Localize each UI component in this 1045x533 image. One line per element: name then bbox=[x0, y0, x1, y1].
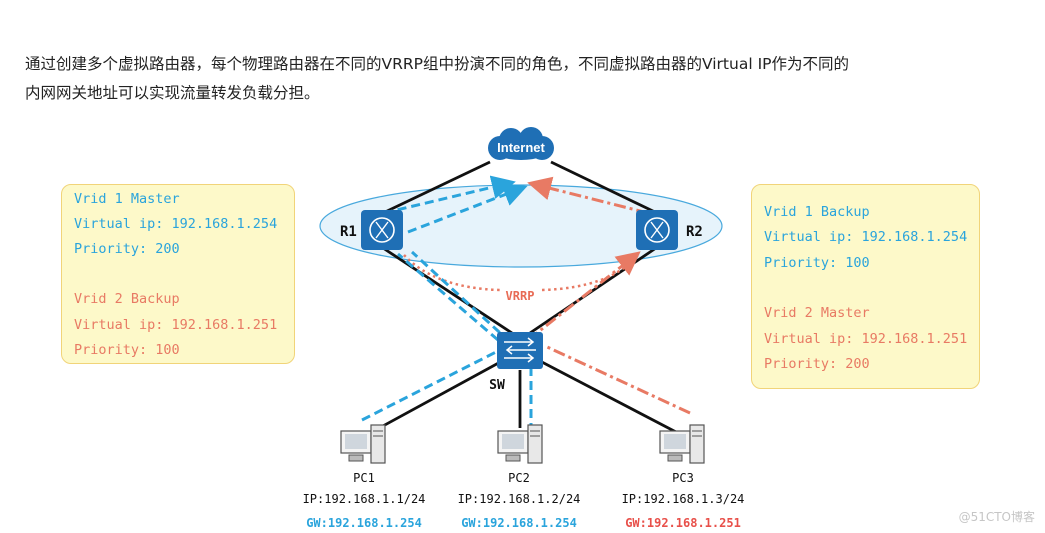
r1-label: R1 bbox=[340, 224, 357, 240]
r1-vrid2-vip: Virtual ip: 192.168.1.251 bbox=[74, 317, 278, 333]
r1-vrid1-vip: Virtual ip: 192.168.1.254 bbox=[74, 216, 278, 232]
pc-icon bbox=[340, 424, 386, 464]
pc1-name: PC1 bbox=[353, 471, 375, 485]
internet-label: Internet bbox=[497, 140, 545, 155]
intro-line-2: 内网网关地址可以实现流量转发负载分担。 bbox=[25, 84, 320, 102]
r1-vrid1-priority: Priority: 200 bbox=[74, 241, 180, 257]
vrid1-sw-r1-a bbox=[397, 252, 499, 342]
pc1-ip: IP:192.168.1.1/24 bbox=[303, 492, 426, 506]
vrid2-r2-internet bbox=[527, 176, 649, 215]
r2-vrid2-priority: Priority: 200 bbox=[764, 356, 870, 372]
r1-vrid1-role: Vrid 1 Master bbox=[74, 191, 180, 207]
pc3-gateway: GW:192.168.1.251 bbox=[625, 516, 741, 530]
link-r1-sw bbox=[382, 246, 513, 335]
vrid1-sw-r1-b bbox=[410, 250, 512, 344]
watermark: @51CTO博客 bbox=[959, 509, 1035, 524]
pc-1: PC1 IP:192.168.1.1/24 GW:192.168.1.254 bbox=[303, 424, 426, 530]
router-icon bbox=[369, 217, 395, 243]
router-r2: R2 bbox=[636, 210, 703, 250]
vrid1-traffic-paths bbox=[361, 175, 533, 460]
link-internet-r2 bbox=[550, 160, 658, 215]
intro-paragraph: 通过创建多个虚拟路由器，每个物理路由器在不同的VRRP组中扮演不同的角色，不同虚… bbox=[25, 50, 1025, 108]
pc2-name: PC2 bbox=[508, 471, 530, 485]
router-r1: R1 bbox=[340, 210, 403, 250]
pc2-ip: IP:192.168.1.2/24 bbox=[458, 492, 581, 506]
pc-2: PC2 IP:192.168.1.2/24 GW:192.168.1.254 bbox=[458, 424, 581, 530]
pc-icon bbox=[497, 424, 543, 464]
r1-vrid2-role: Vrid 2 Backup bbox=[74, 291, 180, 307]
pc-3: PC3 IP:192.168.1.3/24 GW:192.168.1.251 bbox=[622, 424, 745, 530]
r2-label: R2 bbox=[686, 224, 703, 240]
sw-label: SW bbox=[489, 378, 505, 393]
pc3-name: PC3 bbox=[672, 471, 694, 485]
router-icon bbox=[644, 217, 670, 243]
pc2-gateway: GW:192.168.1.254 bbox=[461, 516, 577, 530]
r2-vrid1-role: Vrid 1 Backup bbox=[764, 204, 870, 220]
pc-icon bbox=[659, 424, 705, 464]
vrid2-pc3-sw bbox=[544, 344, 691, 415]
vrid1-r1-internet-b bbox=[407, 183, 528, 234]
switch-arrows-icon bbox=[504, 337, 536, 363]
pc1-gateway: GW:192.168.1.254 bbox=[306, 516, 422, 530]
r2-vrid1-vip: Virtual ip: 192.168.1.254 bbox=[764, 229, 968, 245]
r1-vrid2-priority: Priority: 100 bbox=[74, 342, 180, 358]
link-internet-r1 bbox=[382, 160, 491, 215]
r2-vrid2-vip: Virtual ip: 192.168.1.251 bbox=[764, 331, 968, 347]
pc3-ip: IP:192.168.1.3/24 bbox=[622, 492, 745, 506]
link-sw-pc1 bbox=[371, 358, 505, 434]
vrrp-dotted-right bbox=[541, 254, 639, 292]
vrrp-dotted-left bbox=[403, 254, 501, 292]
switch-sw: SW bbox=[489, 332, 543, 393]
link-sw-pc3 bbox=[537, 358, 677, 434]
vrid1-r1-internet-a bbox=[383, 175, 516, 215]
vrid2-traffic-paths bbox=[527, 176, 691, 415]
r2-vrid1-priority: Priority: 100 bbox=[764, 255, 870, 271]
vrid1-pc1-sw bbox=[361, 348, 501, 422]
r2-vrid2-role: Vrid 2 Master bbox=[764, 305, 870, 321]
r1-info-box: Vrid 1 Master Virtual ip: 192.168.1.254 … bbox=[61, 184, 295, 364]
internet-cloud: Internet bbox=[488, 127, 554, 160]
r2-info-box: Vrid 1 Backup Virtual ip: 192.168.1.254 … bbox=[751, 184, 980, 389]
physical-links bbox=[371, 160, 677, 434]
intro-line-1: 通过创建多个虚拟路由器，每个物理路由器在不同的VRRP组中扮演不同的角色，不同虚… bbox=[25, 55, 849, 73]
vrrp-label: VRRP bbox=[506, 289, 535, 303]
